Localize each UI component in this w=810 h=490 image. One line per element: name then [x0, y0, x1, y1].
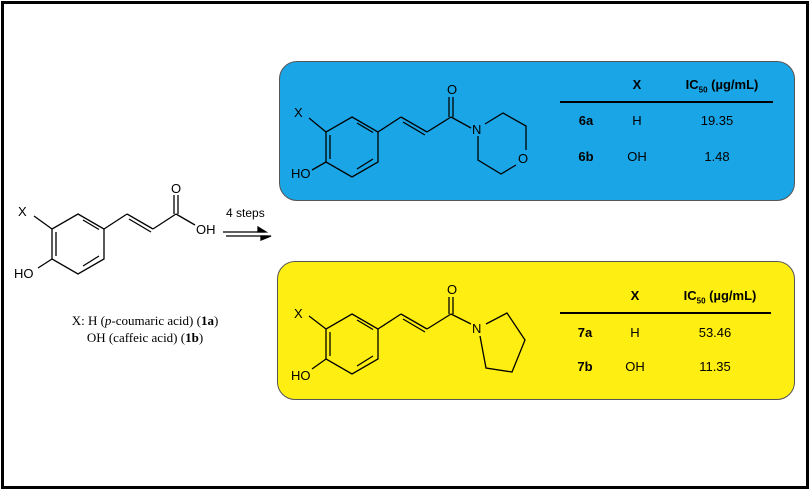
x-7a: H — [630, 325, 640, 340]
table-header-x: X — [632, 77, 642, 92]
table-header-ic50: IC50 (µg/mL) — [685, 77, 759, 95]
blue-ring-o-label: O — [518, 151, 528, 166]
x-7b: OH — [625, 359, 645, 374]
start-ho-label: HO — [14, 266, 34, 281]
blue-x-label: X — [294, 105, 303, 120]
ic50-7a: 53.46 — [698, 325, 732, 340]
ic50-7b: 11.35 — [699, 359, 731, 374]
compound-7b: 7b — [577, 359, 593, 374]
table-header-rule — [560, 101, 773, 103]
blue-n-label: N — [472, 122, 481, 137]
ic50-6a: 19.35 — [700, 113, 734, 128]
table-header-ic50: IC50 (µg/mL) — [683, 288, 757, 306]
reaction-arrow — [223, 225, 272, 241]
ic50-6b: 1.48 — [704, 149, 730, 164]
legend-line-2: OH (caffeic acid) (1b) — [86, 330, 204, 345]
blue-ho-label: HO — [291, 166, 311, 181]
compound-7a: 7a — [577, 325, 593, 340]
compound-6a: 6a — [578, 113, 594, 128]
starting-material-legend: X: H (p-coumaric acid) (1a) OH (caffeic … — [40, 312, 250, 346]
start-carbonyl-o-label: O — [171, 181, 181, 196]
start-x-label: X — [18, 204, 27, 219]
table-header-x: X — [630, 288, 640, 303]
morpholine-amide-panel — [279, 61, 795, 201]
compound-6b: 6b — [578, 149, 594, 164]
arrow-label: 4 steps — [226, 206, 265, 220]
x-6a: H — [632, 113, 642, 128]
yellow-x-label: X — [294, 306, 303, 321]
yellow-carbonyl-o-label: O — [447, 282, 457, 297]
yellow-ho-label: HO — [291, 368, 311, 383]
yellow-n-label: N — [472, 321, 481, 336]
legend-line-1: X: H (p-coumaric acid) (1a) — [71, 313, 219, 328]
blue-carbonyl-o-label: O — [447, 82, 457, 97]
table-header-rule — [560, 312, 771, 314]
pyrrolidine-amide-panel — [277, 261, 795, 400]
start-acid-oh-label: OH — [196, 222, 216, 237]
x-6b: OH — [627, 149, 647, 164]
